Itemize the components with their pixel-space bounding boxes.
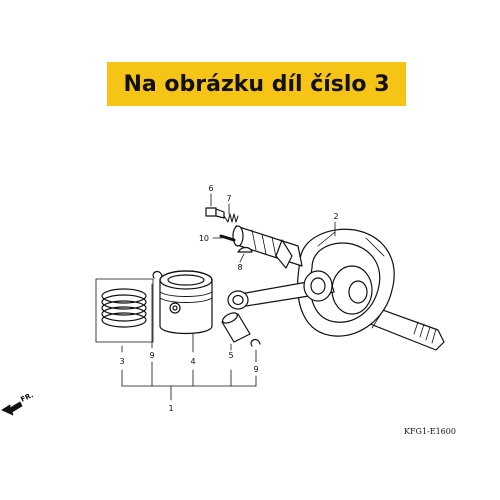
banner-text: Na obrázku díl číslo 3 [123, 71, 390, 97]
piston-pin-clip-9-lower[interactable] [250, 338, 261, 347]
spring-part-7[interactable] [223, 213, 239, 223]
callout-numbers: 6 7 10 8 2 3 9 4 5 9 1 [119, 184, 338, 413]
part-number-banner: Na obrázku díl číslo 3 [107, 62, 406, 106]
front-direction-arrow-icon: FR. [1, 391, 35, 416]
bolt-part-6[interactable] [205, 207, 225, 219]
key-part-8[interactable] [237, 246, 253, 253]
callout-7: 7 [226, 194, 231, 203]
leader-lines [121, 193, 336, 401]
callout-9-upper: 9 [149, 351, 154, 360]
drawing-code: KFG1-E1600 [404, 427, 456, 436]
callout-8: 8 [237, 263, 242, 272]
callout-2: 2 [333, 212, 338, 221]
callout-1: 1 [168, 404, 173, 413]
callout-5: 5 [228, 351, 233, 360]
direction-label: FR. [19, 391, 34, 404]
callout-4: 4 [190, 357, 195, 366]
piston-ring-set-3[interactable] [95, 278, 154, 343]
callout-6: 6 [208, 184, 213, 193]
callout-3: 3 [119, 357, 124, 366]
callout-9-lower: 9 [253, 365, 258, 374]
crankshaft[interactable] [227, 225, 445, 351]
pin-part-10[interactable] [219, 234, 236, 242]
piston-pin-clip-9-upper[interactable] [152, 270, 163, 279]
piston-pin-part-5[interactable] [221, 311, 251, 343]
callout-10: 10 [199, 234, 209, 243]
piston-part-4[interactable] [159, 270, 213, 335]
